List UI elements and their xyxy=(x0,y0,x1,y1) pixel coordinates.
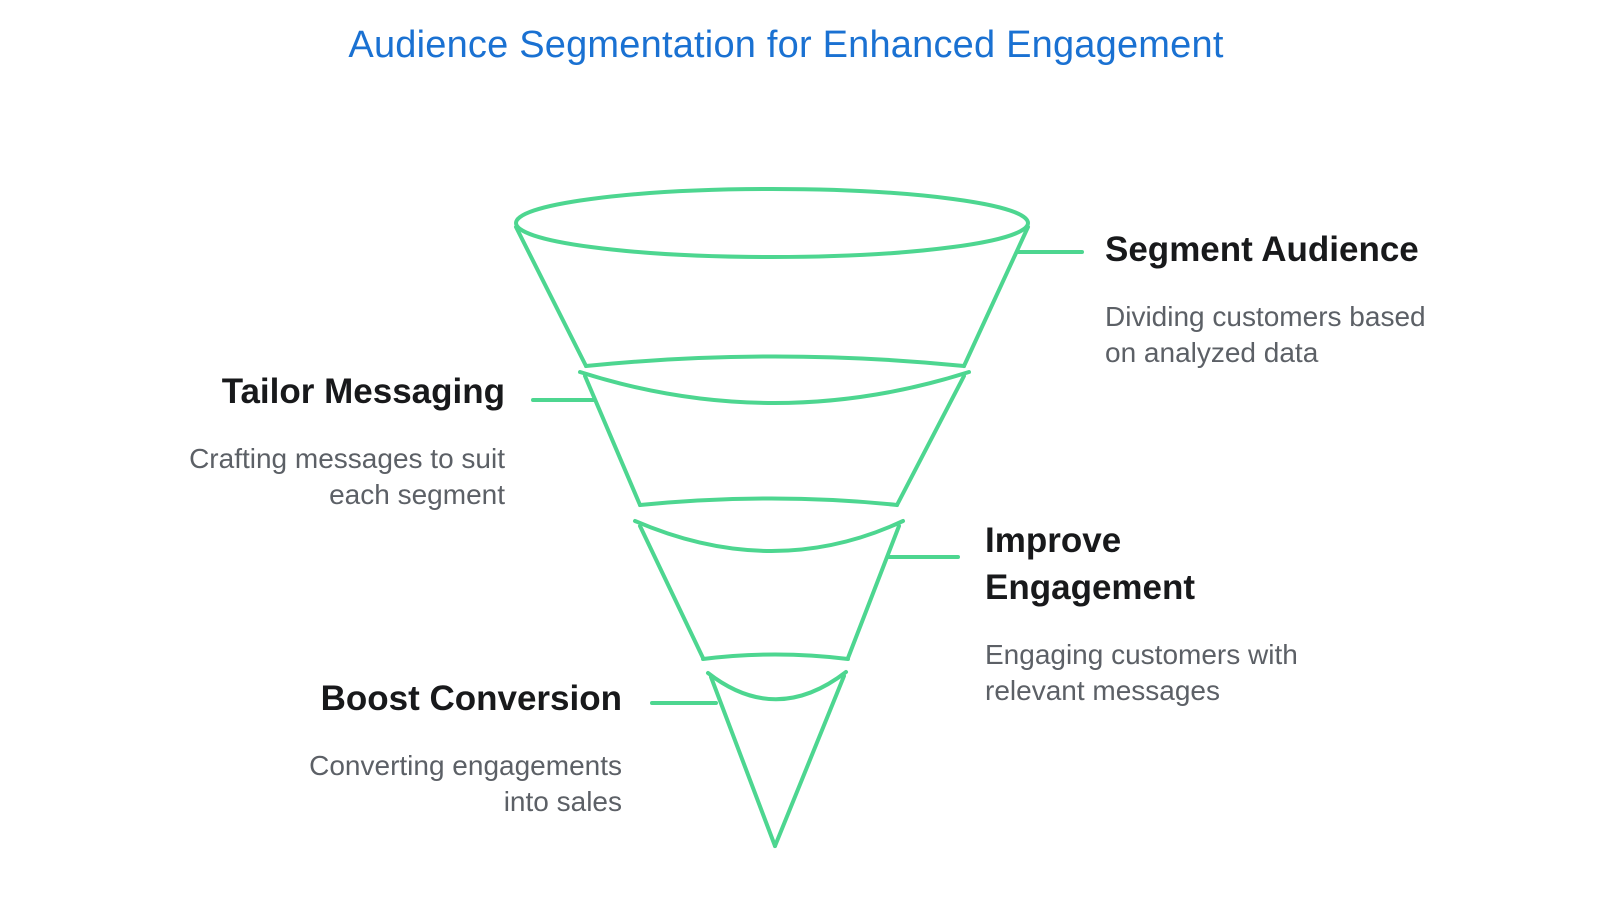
funnel-stage3-rim-arc xyxy=(633,519,905,553)
stage-description-boost-conversion: Converting engagements into sales xyxy=(309,750,622,817)
funnel-stage2-left-wall xyxy=(583,374,642,507)
funnel-cone-right-wall xyxy=(773,674,846,848)
stage-label-tailor-messaging: Tailor Messaging Crafting messages to su… xyxy=(145,368,505,513)
funnel-top-ellipse xyxy=(514,187,1030,259)
funnel-stage3-right-wall xyxy=(846,524,901,660)
page-title: Audience Segmentation for Enhanced Engag… xyxy=(348,24,1224,66)
funnel-stage4-rim-arc xyxy=(706,670,848,702)
stage-heading-improve-engagement: Improve Engagement xyxy=(985,521,1196,607)
funnel-stage2-bottom-arc xyxy=(638,496,899,507)
funnel-stage1-left-wall xyxy=(514,225,588,368)
funnel-stage2-rim-arc xyxy=(578,370,971,405)
funnel-stage2-right-wall xyxy=(895,374,966,507)
stage-description-improve-engagement: Engaging customers with relevant message… xyxy=(985,639,1298,706)
funnel-stage3-left-wall xyxy=(638,524,705,660)
stage-description-segment-audience: Dividing customers based on analyzed dat… xyxy=(1105,301,1426,368)
stage-heading-segment-audience: Segment Audience xyxy=(1105,230,1419,269)
funnel-stage3-bottom-arc xyxy=(701,652,850,661)
stage-description-tailor-messaging: Crafting messages to suit each segment xyxy=(189,443,505,510)
stage-heading-tailor-messaging: Tailor Messaging xyxy=(221,372,505,411)
stage-label-boost-conversion: Boost Conversion Converting engagements … xyxy=(262,675,622,820)
stage-label-segment-audience: Segment Audience Dividing customers base… xyxy=(1105,226,1475,371)
funnel-cone-left-wall xyxy=(709,675,777,848)
stage-label-improve-engagement: Improve Engagement Engaging customers wi… xyxy=(985,517,1355,709)
stage-heading-boost-conversion: Boost Conversion xyxy=(320,679,622,718)
funnel-stage1-right-wall xyxy=(962,225,1030,368)
funnel-stage1-bottom-arc xyxy=(584,354,966,368)
